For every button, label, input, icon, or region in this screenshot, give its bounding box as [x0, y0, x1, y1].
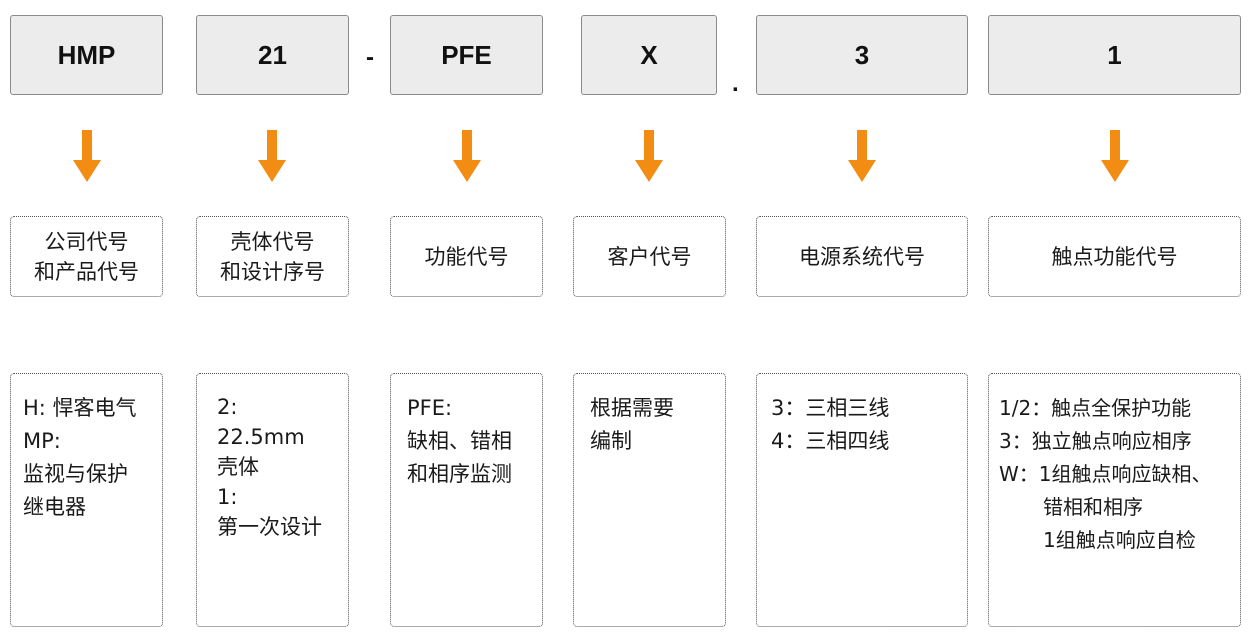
label-line: 功能代号 — [424, 244, 509, 269]
arrow-down-icon — [73, 130, 101, 182]
label-line: 触点功能代号 — [1051, 244, 1178, 269]
label-box-function: 功能代号 — [390, 216, 543, 297]
desc-line: 1: — [217, 485, 238, 509]
desc-line: H: 悍客电气 — [23, 396, 137, 420]
desc-line: PFE: — [407, 396, 453, 420]
desc-line: MP: — [23, 429, 61, 453]
code-box-contact: 1 — [988, 15, 1241, 95]
arrow-down-icon — [258, 130, 286, 182]
separator-dot: . — [732, 70, 739, 97]
desc-line: 错相和相序 — [1043, 495, 1143, 519]
label-box-power: 电源系统代号 — [756, 216, 968, 297]
desc-line: 缺相、错相 — [407, 429, 512, 453]
label-line: 壳体代号 — [230, 229, 315, 254]
label-box-contact: 触点功能代号 — [988, 216, 1241, 297]
desc-line: 2: — [217, 395, 238, 419]
code-box-housing: 21 — [196, 15, 349, 95]
arrow-down-icon — [1101, 130, 1129, 182]
label-line: 客户代号 — [607, 244, 692, 269]
desc-line: 壳体 — [217, 455, 259, 479]
desc-line: 监视与保护 — [23, 462, 128, 486]
code-box-power: 3 — [756, 15, 968, 95]
label-line: 电源系统代号 — [799, 244, 925, 269]
desc-line: 4：三相四线 — [771, 429, 890, 453]
desc-box-customer: 根据需要 编制 — [573, 373, 726, 627]
desc-line: 和相序监测 — [407, 462, 512, 486]
desc-line: 第一次设计 — [217, 515, 322, 539]
label-box-company: 公司代号 和产品代号 — [10, 216, 163, 297]
code-box-customer: X — [581, 15, 717, 95]
desc-line: 1组触点响应自检 — [1043, 528, 1196, 552]
code-box-company: HMP — [10, 15, 163, 95]
arrow-down-icon — [453, 130, 481, 182]
desc-box-housing: 2: 22.5mm 壳体 1: 第一次设计 — [196, 373, 349, 627]
arrow-down-icon — [635, 130, 663, 182]
desc-line: W：1组触点响应缺相、 — [999, 462, 1212, 486]
desc-line: 3：独立触点响应相序 — [999, 429, 1192, 453]
label-line: 和设计序号 — [220, 259, 325, 284]
label-box-housing: 壳体代号 和设计序号 — [196, 216, 349, 297]
code-box-function: PFE — [390, 15, 543, 95]
separator-dash: - — [366, 44, 374, 71]
desc-line: 根据需要 — [590, 396, 674, 420]
label-box-customer: 客户代号 — [573, 216, 726, 297]
desc-box-function: PFE: 缺相、错相 和相序监测 — [390, 373, 543, 627]
label-line: 公司代号 — [44, 229, 129, 254]
desc-line: 22.5mm — [217, 425, 305, 449]
desc-line: 继电器 — [23, 495, 86, 519]
desc-box-company: H: 悍客电气 MP: 监视与保护 继电器 — [10, 373, 163, 627]
desc-line: 编制 — [590, 429, 632, 453]
label-line: 和产品代号 — [34, 259, 139, 284]
desc-box-contact: 1/2：触点全保护功能 3：独立触点响应相序 W：1组触点响应缺相、 错相和相序… — [988, 373, 1241, 627]
desc-line: 1/2：触点全保护功能 — [999, 396, 1192, 420]
arrow-down-icon — [848, 130, 876, 182]
desc-line: 3：三相三线 — [771, 396, 890, 420]
desc-box-power: 3：三相三线 4：三相四线 — [756, 373, 968, 627]
